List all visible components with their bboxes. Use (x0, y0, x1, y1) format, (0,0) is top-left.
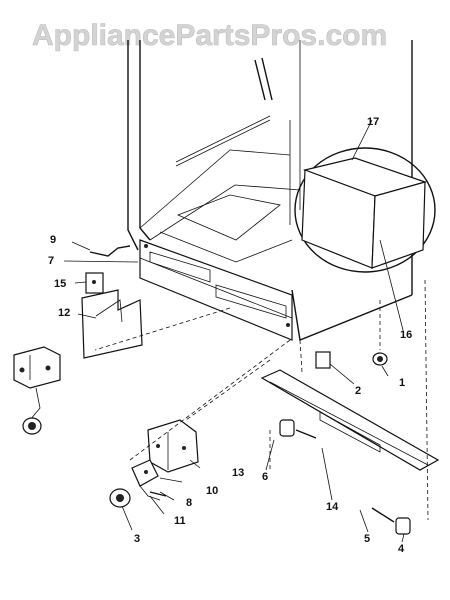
part-13-bracket (147, 419, 199, 473)
callout-7: 7 (48, 255, 54, 267)
callout-2: 2 (355, 385, 361, 397)
part-15-bracket (85, 272, 104, 294)
callout-6: 6 (262, 471, 268, 483)
watermark: AppliancePartsPros.com (32, 19, 387, 52)
part-14-rail (260, 369, 440, 471)
callout-8: 8 (186, 497, 192, 509)
callout-17: 17 (367, 116, 379, 128)
callout-1: 1 (399, 377, 405, 389)
leveling-rollers (279, 419, 411, 535)
callout-4: 4 (398, 543, 405, 555)
caster-hardware (109, 459, 167, 508)
callout-5: 5 (364, 533, 370, 545)
callout-12: 12 (58, 307, 70, 319)
callout-15: 15 (54, 278, 66, 290)
left-caster-assembly (13, 346, 61, 435)
assembly-lines (94, 279, 429, 521)
callout-9: 9 (50, 234, 56, 246)
callout-14: 14 (326, 501, 339, 513)
callout-13: 13 (232, 467, 244, 479)
cabinet (127, 40, 413, 341)
part-9-wire (89, 245, 131, 257)
part-12-shield (81, 289, 143, 359)
leader-lines (63, 119, 405, 543)
part-16-17-bin (294, 147, 436, 273)
part-1-knob (372, 352, 388, 366)
callouts: 9 7 15 12 17 16 1 2 13 10 8 11 3 6 14 5 … (48, 116, 412, 555)
callout-16: 16 (400, 329, 412, 341)
callout-11: 11 (174, 515, 186, 527)
callout-10: 10 (206, 485, 218, 497)
callout-3: 3 (134, 533, 140, 545)
part-2-plate (315, 351, 331, 369)
